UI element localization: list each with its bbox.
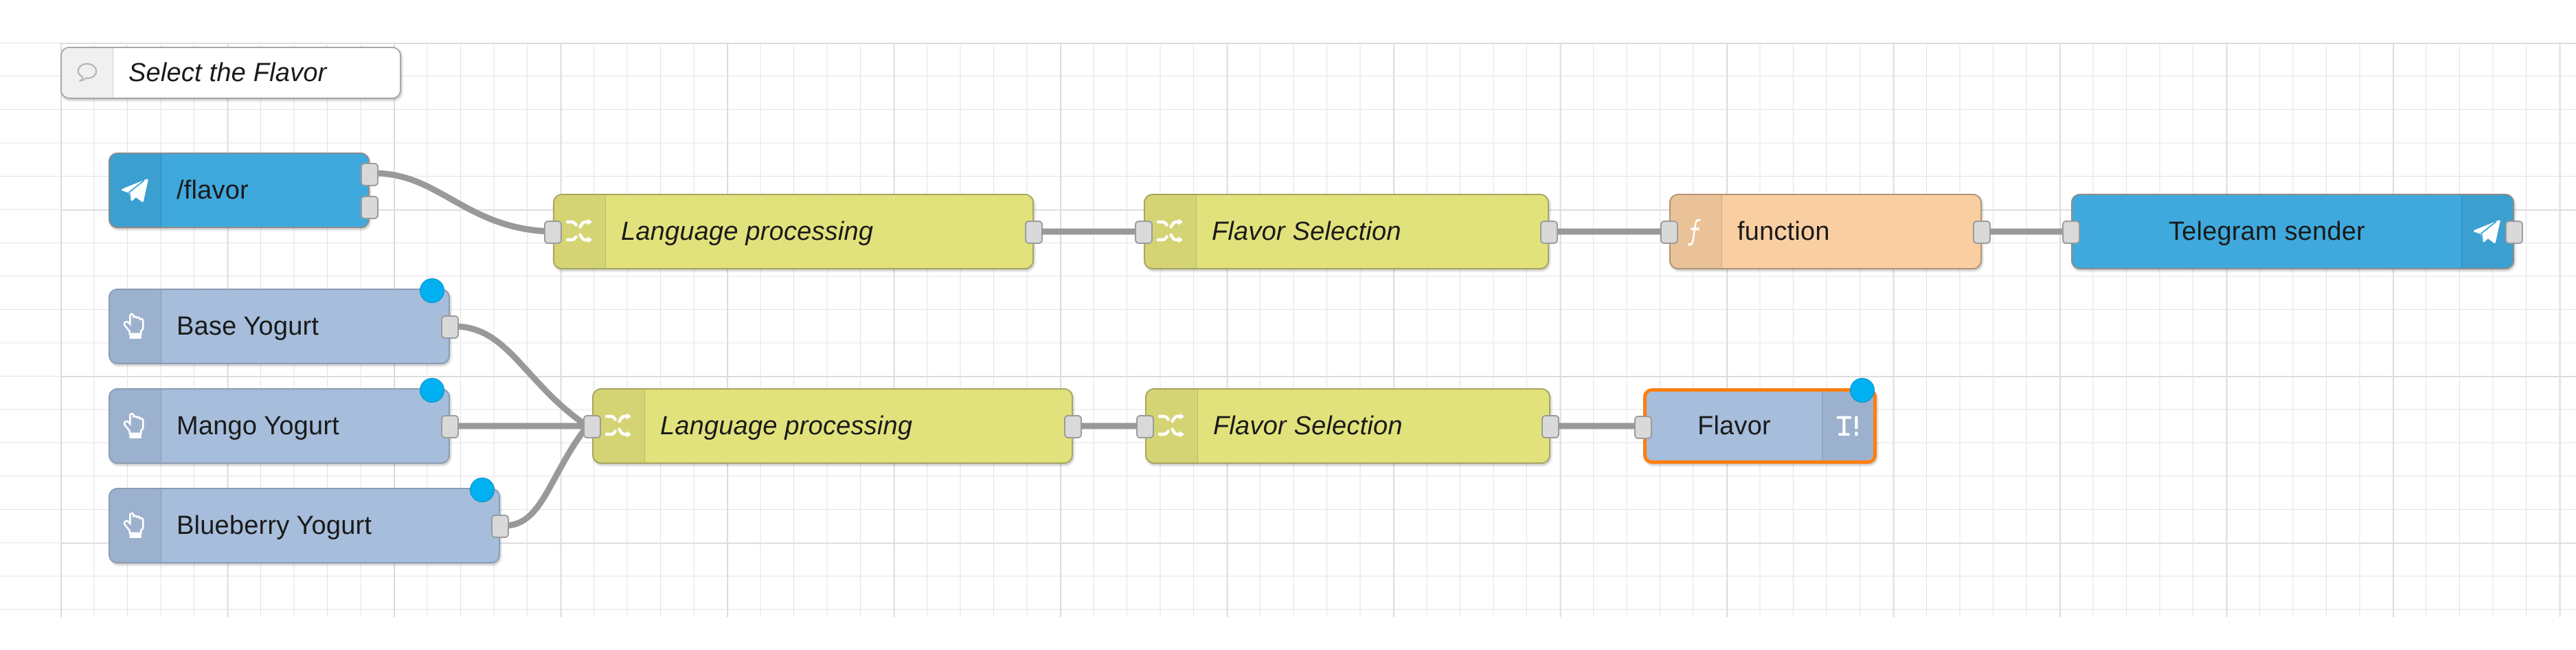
switch-shuffle-icon — [554, 195, 606, 268]
inject-node-label: Mango Yogurt — [177, 411, 339, 440]
debug-node-flavor[interactable]: Flavor — [1634, 378, 1877, 464]
output-port[interactable] — [1973, 221, 1991, 244]
switch-shuffle-icon — [594, 390, 645, 462]
telegram-sender-label: Telegram sender — [2168, 216, 2366, 246]
output-port[interactable] — [441, 315, 459, 339]
function-f-icon — [1671, 195, 1722, 268]
comment-node-select-flavor[interactable]: Select the Flavor — [60, 47, 401, 99]
input-port[interactable] — [1660, 221, 1678, 244]
inject-node-blueberry-yogurt[interactable]: Blueberry Yogurt — [109, 478, 509, 563]
status-indicator-dot — [470, 478, 495, 502]
switch-node-flavor-selection-2[interactable]: Flavor Selection — [1136, 388, 1559, 464]
status-indicator-dot — [420, 378, 444, 403]
telegram-sender-node[interactable]: Telegram sender — [2062, 194, 2523, 269]
status-indicator-dot — [420, 278, 444, 303]
hand-pointer-icon — [110, 489, 161, 562]
switch-shuffle-icon — [1145, 195, 1197, 268]
output-port-1[interactable] — [361, 163, 379, 186]
switch-node-label: Language processing — [660, 411, 913, 440]
switch-node-language-processing-1[interactable]: Language processing — [544, 194, 1043, 269]
switch-node-language-processing-2[interactable]: Language processing — [583, 388, 1082, 464]
status-indicator-dot — [1850, 378, 1875, 403]
hand-pointer-icon — [110, 290, 161, 363]
debug-text-icon — [1822, 392, 1873, 460]
output-port[interactable] — [1064, 415, 1082, 438]
switch-node-label: Language processing — [621, 216, 874, 246]
switch-node-label: Flavor Selection — [1212, 216, 1401, 246]
output-port[interactable] — [441, 415, 459, 438]
telegram-receiver-label: /flavor — [177, 175, 249, 205]
output-port[interactable] — [2505, 221, 2523, 244]
comment-node-label: Select the Flavor — [128, 58, 327, 87]
function-node-label: function — [1737, 216, 1830, 246]
canvas-grid-left-margin — [0, 43, 60, 617]
hand-pointer-icon — [110, 390, 161, 462]
output-port-2[interactable] — [361, 196, 379, 219]
input-port[interactable] — [544, 221, 562, 244]
input-port[interactable] — [1136, 415, 1154, 438]
output-port[interactable] — [1540, 221, 1558, 244]
speech-bubble-icon — [62, 48, 113, 98]
telegram-receiver-node[interactable]: /flavor — [109, 153, 379, 228]
output-port[interactable] — [491, 515, 509, 538]
function-node[interactable]: function — [1660, 194, 1991, 269]
output-port[interactable] — [1541, 415, 1559, 438]
switch-shuffle-icon — [1146, 390, 1198, 462]
input-port[interactable] — [583, 415, 601, 438]
inject-node-label: Base Yogurt — [177, 311, 319, 341]
inject-node-mango-yogurt[interactable]: Mango Yogurt — [109, 378, 459, 464]
inject-node-label: Blueberry Yogurt — [177, 511, 372, 540]
telegram-plane-icon — [2461, 195, 2513, 268]
switch-node-label: Flavor Selection — [1213, 411, 1403, 440]
input-port[interactable] — [1634, 416, 1652, 439]
telegram-plane-icon — [110, 154, 161, 227]
input-port[interactable] — [1135, 221, 1153, 244]
wire-flavor-to-language1 — [371, 170, 556, 235]
wire-blueberry-to-language2 — [501, 423, 591, 529]
input-port[interactable] — [2062, 221, 2080, 244]
debug-node-label: Flavor — [1697, 411, 1771, 440]
output-port[interactable] — [1025, 221, 1043, 244]
inject-node-base-yogurt[interactable]: Base Yogurt — [109, 278, 459, 364]
switch-node-flavor-selection-1[interactable]: Flavor Selection — [1135, 194, 1558, 269]
wire-base-to-language2 — [451, 323, 591, 429]
